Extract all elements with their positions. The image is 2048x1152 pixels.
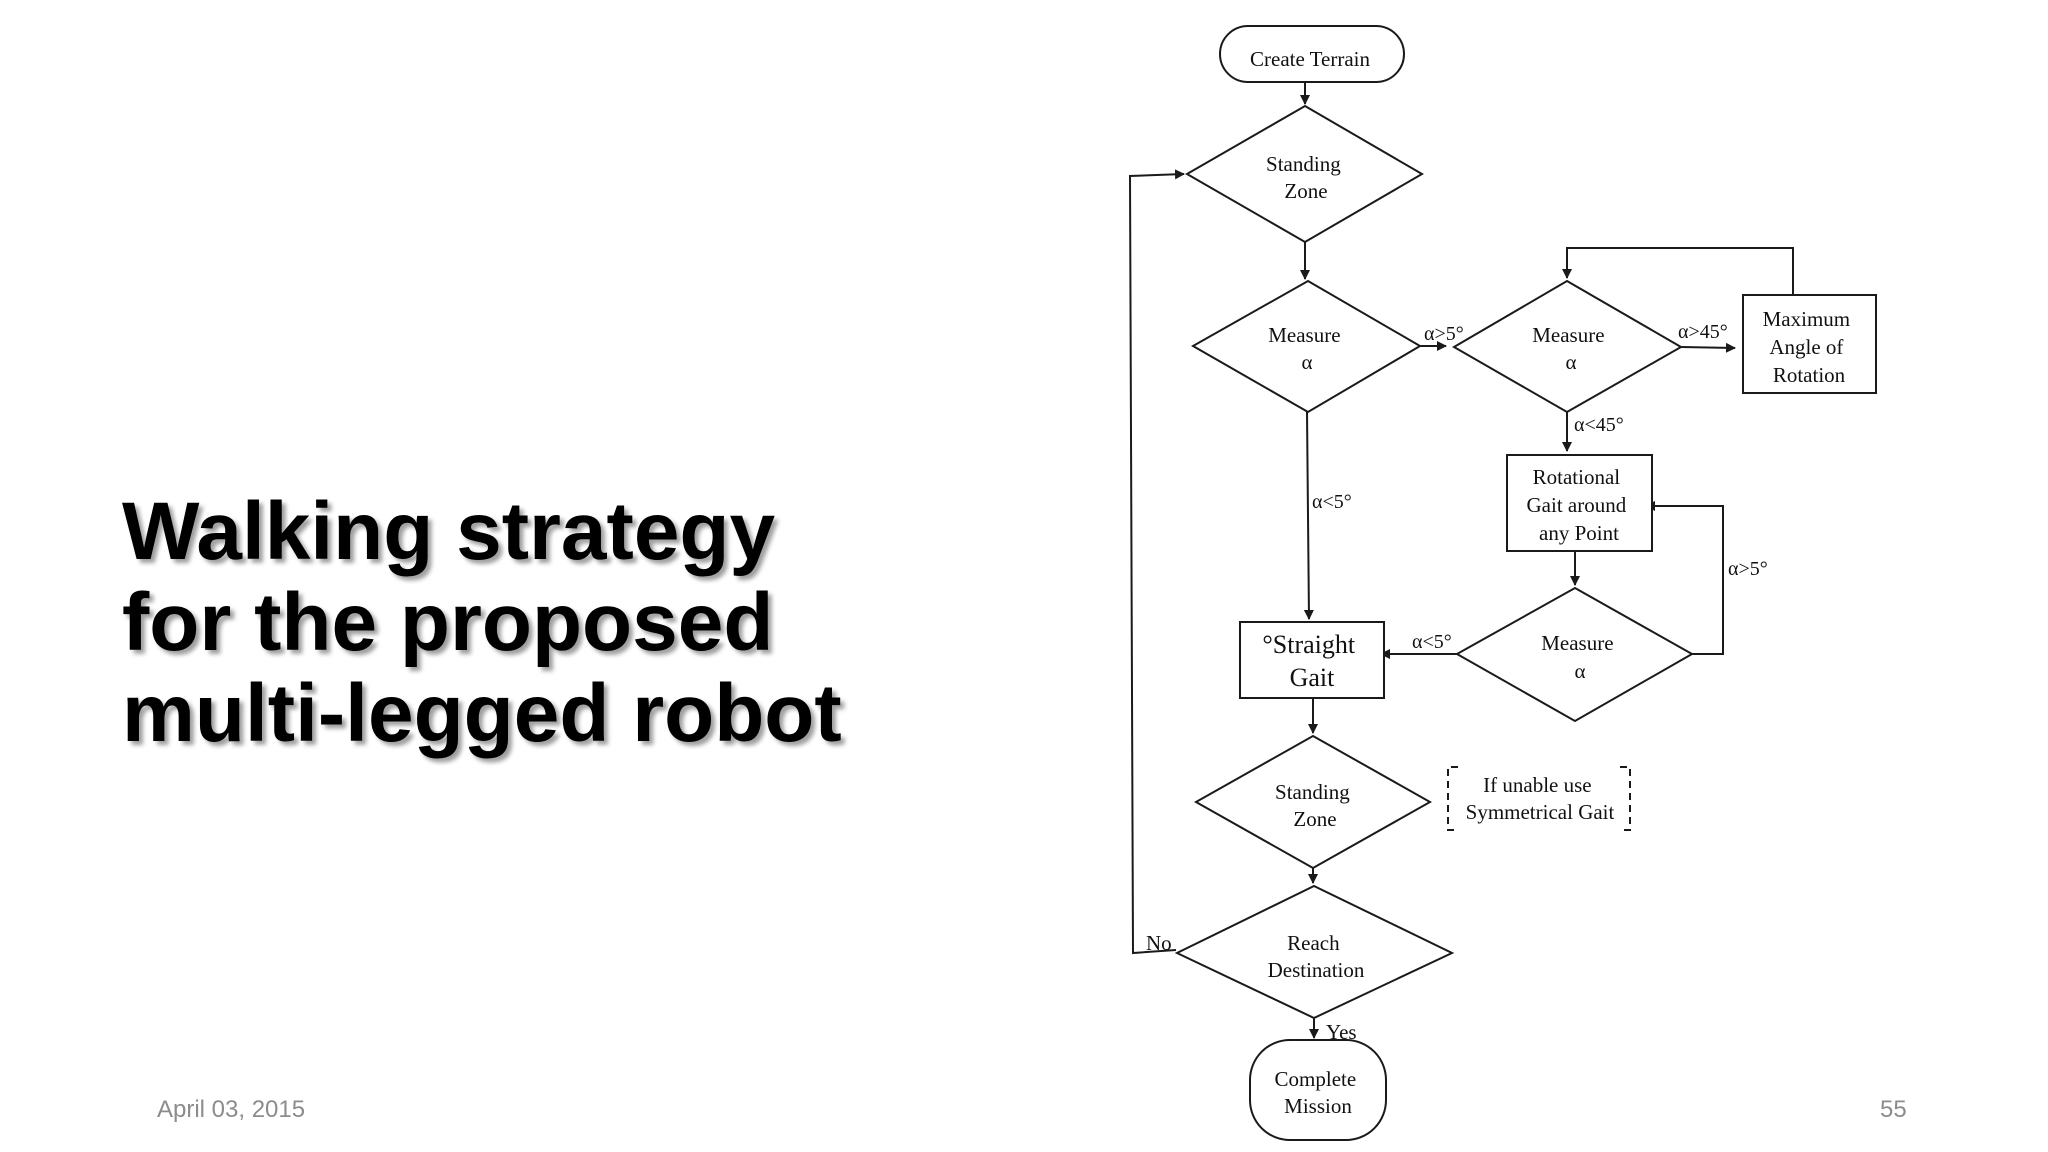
complete-mission-terminal bbox=[1249, 1039, 1387, 1141]
standing-zone-decision-2 bbox=[1193, 734, 1433, 870]
complete-mission-label: Complete Mission bbox=[1275, 1067, 1362, 1118]
reach-destination-label: Reach Destination bbox=[1268, 931, 1365, 982]
title-line-2: for the proposed bbox=[122, 577, 774, 668]
straight-gait-process bbox=[1239, 621, 1385, 699]
edge-label-gt45: α>45° bbox=[1678, 321, 1728, 343]
title-line-3: multi-legged robot bbox=[122, 668, 842, 759]
measure-2-label: Measure α bbox=[1532, 323, 1610, 374]
edge-label-gt5-right: α>5° bbox=[1728, 558, 1768, 580]
symmetrical-gait-note-bracket bbox=[1447, 766, 1631, 831]
edge-label-no: No bbox=[1146, 931, 1172, 955]
measure-1-label: Measure α bbox=[1268, 323, 1346, 374]
straight-gait-label: °Straight Gait bbox=[1262, 630, 1361, 692]
standing-zone-1-label: Standing Zone bbox=[1266, 152, 1346, 203]
standing-zone-decision-1 bbox=[1184, 104, 1424, 244]
edge-measure1-to-straight bbox=[1303, 411, 1314, 620]
rotational-gait-process bbox=[1506, 454, 1653, 552]
symmetrical-gait-note: If unable use Symmetrical Gait bbox=[1466, 773, 1615, 824]
measure-3-label: Measure α bbox=[1541, 631, 1619, 683]
slide-date: April 03, 2015 bbox=[157, 1096, 306, 1123]
reach-destination-decision bbox=[1174, 884, 1455, 1020]
edge-label-lt5-left: α<5° bbox=[1312, 491, 1352, 513]
edge-measure3-loop-back bbox=[1645, 501, 1724, 655]
measure-decision-3 bbox=[1454, 586, 1695, 723]
slide-title: Walking strategy for the proposed multi-… bbox=[122, 486, 842, 759]
title-line-1: Walking strategy bbox=[122, 486, 776, 577]
standing-zone-2-label: Standing Zone bbox=[1275, 780, 1355, 831]
connectors bbox=[1128, 83, 1794, 1039]
rotational-gait-label: Rotational Gait around any Point bbox=[1527, 465, 1632, 545]
max-angle-label: Maximum Angle of Rotation bbox=[1763, 307, 1856, 387]
edge-measure2-to-max-angle bbox=[1680, 342, 1736, 353]
edge-label-yes: Yes bbox=[1326, 1020, 1357, 1044]
max-angle-process bbox=[1742, 294, 1877, 394]
edge-label-gt5-top: α>5° bbox=[1424, 323, 1464, 345]
measure-decision-2 bbox=[1452, 279, 1684, 414]
edge-max-angle-loop-back bbox=[1562, 247, 1794, 294]
create-terrain-label: Create Terrain bbox=[1250, 47, 1370, 71]
measure-decision-1 bbox=[1190, 279, 1422, 414]
slide-page-number: 55 bbox=[1880, 1096, 1907, 1123]
edge-label-lt45: α<45° bbox=[1574, 414, 1624, 436]
edge-no-loop-back bbox=[1128, 169, 1185, 955]
edge-label-lt5-mid: α<5° bbox=[1412, 631, 1452, 653]
create-terrain-terminal bbox=[1219, 25, 1405, 83]
